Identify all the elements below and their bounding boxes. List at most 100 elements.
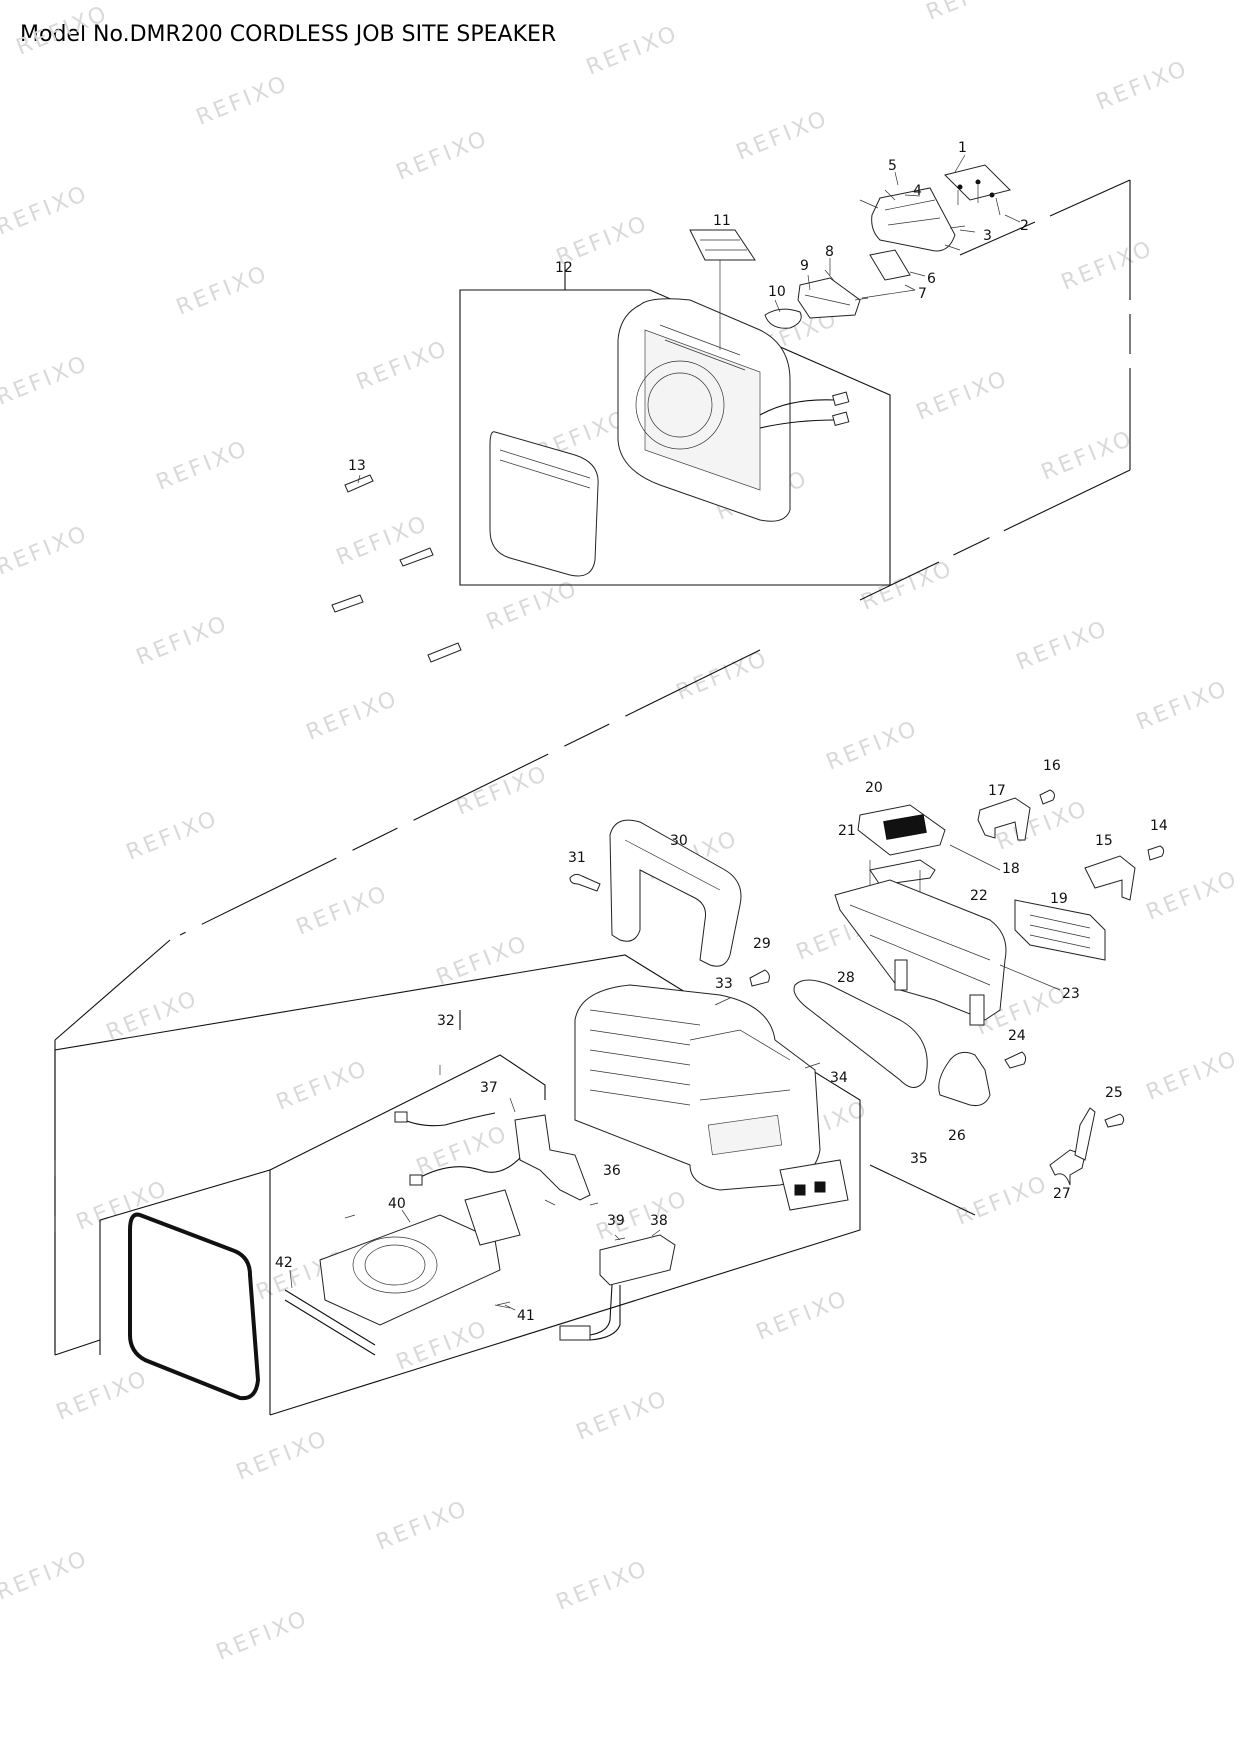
watermark-text: REFIXO [103,986,203,1046]
bottom-right-parts [938,1051,1125,1186]
callout-42: 42 [275,1255,293,1271]
watermark-text: REFIXO [373,1496,473,1556]
watermark-text: REFIXO [913,366,1013,426]
callout-17: 17 [988,783,1006,799]
callout-4: 4 [913,183,922,199]
callout-40: 40 [388,1196,406,1212]
screw-41 [496,1301,511,1306]
cable-ties-part [284,1289,376,1356]
watermark-text: REFIXO [53,1366,153,1426]
watermark-text: REFIXO [233,1426,333,1486]
watermark-text: REFIXO [923,0,1023,26]
rod-part [869,1164,976,1216]
watermark-text: REFIXO [193,71,293,131]
callout-13: 13 [348,458,366,474]
callout-37: 37 [480,1080,498,1096]
watermark-text: REFIXO [753,1286,853,1346]
callout-11: 11 [713,213,731,229]
screw-set-13 [331,474,462,663]
watermark-text: REFIXO [13,1,113,61]
gasket-part [793,979,928,1088]
callout-5: 5 [888,158,897,174]
callout-15: 15 [1095,833,1113,849]
watermark-text: REFIXO [453,761,553,821]
watermark-text: REFIXO [333,511,433,571]
callout-22: 22 [970,888,988,904]
watermark-text: REFIXO [1133,676,1233,736]
callout-30: 30 [670,833,688,849]
callout-36: 36 [603,1163,621,1179]
callout-34: 34 [830,1070,848,1086]
speaker-board-part [319,1189,521,1326]
callout-24: 24 [1008,1028,1026,1044]
callout-18: 18 [1002,861,1020,877]
callout-3: 3 [983,228,992,244]
callout-38: 38 [650,1213,668,1229]
callout-8: 8 [825,244,834,260]
dashed-guide-lines [54,179,1131,1355]
watermark-text: REFIXO [1093,56,1193,116]
callout-1: 1 [958,140,967,156]
callout-labels: 1 2 3 4 5 6 7 8 9 10 11 12 13 14 15 16 1… [275,140,1168,1324]
watermark-text: REFIXO [173,261,273,321]
top-small-parts [689,164,1011,350]
watermark-text: REFIXO [673,646,773,706]
watermark-text: REFIXO [953,1171,1053,1231]
watermark-text: REFIXO [73,1176,173,1236]
watermark-text: REFIXO [858,556,958,616]
watermark-text: REFIXO [433,931,533,991]
watermark-text: REFIXO [573,1386,673,1446]
watermark-text: REFIXO [733,106,833,166]
watermark-text: REFIXO [0,1546,92,1606]
watermark-text: REFIXO [823,716,923,776]
watermark-text: REFIXO [1143,866,1240,926]
watermark-text: REFIXO [133,611,233,671]
watermark-text: REFIXO [1058,236,1158,296]
control-panel-assembly [834,804,1061,1026]
base-frame-part [574,984,849,1211]
callout-14: 14 [1150,818,1168,834]
watermark-text: REFIXO [153,436,253,496]
watermark-text: REFIXO [213,1606,313,1666]
callout-41: 41 [517,1308,535,1324]
handle-part [609,819,742,967]
watermark-text: REFIXO [1013,616,1113,676]
watermark-text: REFIXO [1143,1046,1240,1106]
callout-23: 23 [1062,986,1080,1002]
callout-16: 16 [1043,758,1061,774]
callout-25: 25 [1105,1085,1123,1101]
callout-32: 32 [437,1013,455,1029]
callout-29: 29 [753,936,771,952]
watermark-text: REFIXO [303,686,403,746]
watermark-text: REFIXO [293,881,393,941]
watermark-text: REFIXO [583,21,683,81]
watermark-text: REFIXO [0,351,92,411]
watermark-text: REFIXO [1038,426,1138,486]
callout-27: 27 [1053,1186,1071,1202]
right-small-parts [977,789,1165,961]
speaker-housing-part [617,298,850,522]
callout-9: 9 [800,258,809,274]
rubber-frame-part [128,1212,261,1401]
front-grill-part [489,431,599,577]
watermark-text: REFIXO [0,181,92,241]
callout-10: 10 [768,284,786,300]
callout-35: 35 [910,1151,928,1167]
bracket-and-wiring [394,1111,599,1206]
callout-20: 20 [865,780,883,796]
callout-28: 28 [837,970,855,986]
watermark-text: REFIXO [273,1056,373,1116]
handle-screws [569,873,821,1069]
callout-2: 2 [1020,218,1029,234]
page-title: Model No.DMR200 CORDLESS JOB SITE SPEAKE… [20,22,557,47]
callout-39: 39 [607,1213,625,1229]
callout-26: 26 [948,1128,966,1144]
connector-module-part [559,1234,676,1341]
callout-33: 33 [715,976,733,992]
callout-21: 21 [838,823,856,839]
leader-lines [289,154,1021,1311]
callout-19: 19 [1050,891,1068,907]
housing-assembly-box [459,262,891,586]
watermark-text: REFIXO [393,126,493,186]
